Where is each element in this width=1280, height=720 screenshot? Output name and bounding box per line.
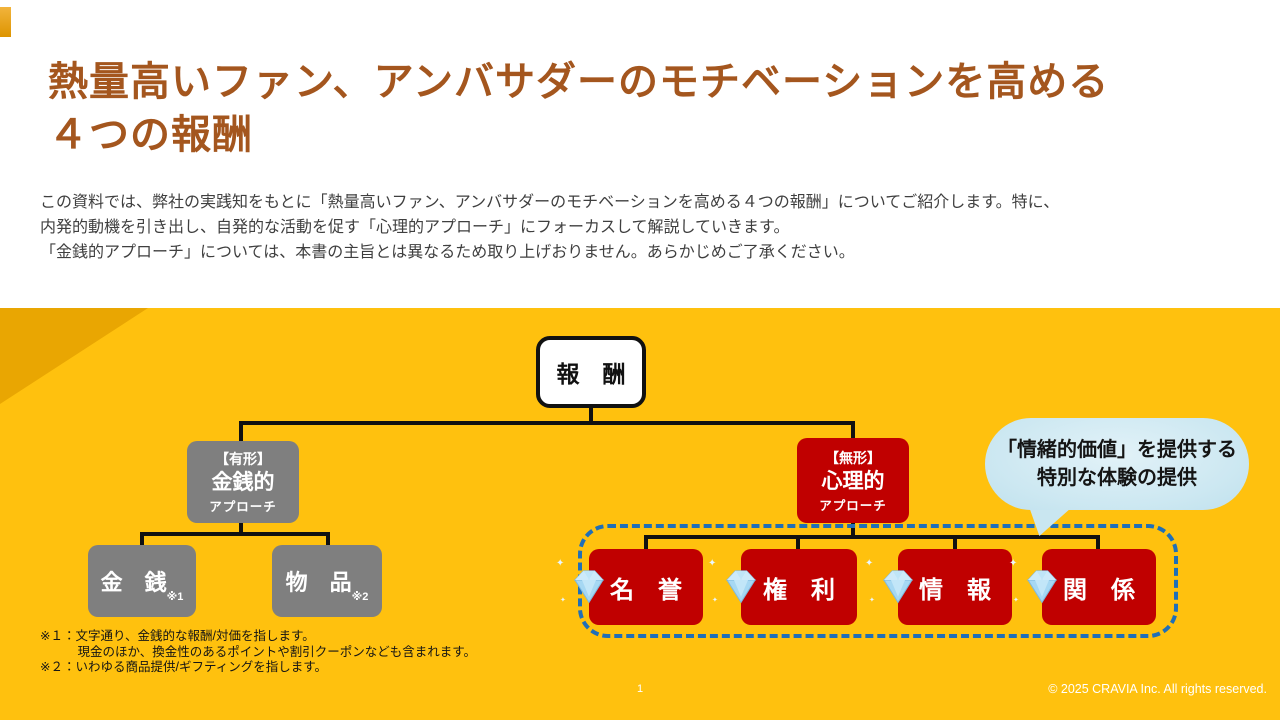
- footnotes: ※１：文字通り、金銭的な報酬/対価を指します。 現金のほか、換金性のあるポイント…: [40, 629, 477, 674]
- diamond-gem-icon: [725, 570, 757, 604]
- sparkle-icon: ✦: [556, 558, 565, 569]
- diamond-gem-icon: [1026, 570, 1058, 604]
- connector-gray-down: [239, 523, 243, 536]
- reward-diagram-section: 報 酬 【有形】 金銭的 アプローチ 【無形】 心理的 アプローチ 金 銭 ※1…: [0, 308, 1280, 720]
- node-money-footnote-ref: ※1: [166, 591, 184, 603]
- sparkle-icon: ✦: [712, 597, 718, 604]
- node-relationship-label: 関 係: [1063, 576, 1135, 604]
- page-number: 1: [636, 683, 644, 695]
- node-goods: 物 品 ※2: [272, 545, 382, 617]
- connector-red-drop-4: [1096, 535, 1100, 550]
- node-honor-label: 名 誉: [610, 576, 682, 604]
- slide-title: 熱量高いファン、アンバサダーのモチベーションを高める ４つの報酬: [48, 60, 1110, 157]
- node-information: 情 報: [898, 549, 1012, 625]
- node-goods-footnote-ref: ※2: [351, 591, 369, 603]
- node-psychological-tag: 【無形】: [825, 449, 881, 466]
- node-relationship: 関 係: [1042, 549, 1156, 625]
- sparkle-icon: ✦: [869, 597, 875, 604]
- connector-root-down: [589, 406, 593, 423]
- node-reward-root: 報 酬: [536, 336, 646, 408]
- connector-gray-drop-2: [326, 532, 330, 546]
- sparkle-icon: ✦: [865, 558, 874, 569]
- node-money: 金 銭 ※1: [88, 545, 196, 617]
- node-monetary-sub: アプローチ: [209, 500, 277, 514]
- node-rights: 権 利: [741, 549, 857, 625]
- corner-shade-triangle: [0, 308, 148, 404]
- emotional-value-speech-bubble: 「情緒的価値」を提供する 特別な体験の提供: [985, 418, 1249, 510]
- connector-right-drop: [851, 421, 855, 440]
- node-reward-label: 報 酬: [556, 361, 626, 387]
- connector-gray-drop-1: [140, 532, 144, 546]
- node-rights-label: 権 利: [763, 576, 835, 604]
- node-information-label: 情 報: [919, 576, 991, 604]
- connector-left-drop: [239, 421, 243, 443]
- diamond-gem-icon: [573, 570, 605, 604]
- node-monetary-tag: 【有形】: [215, 451, 271, 467]
- connector-red-drop-2: [796, 535, 800, 550]
- copyright-text: © 2025 CRAVIA Inc. All rights reserved.: [1048, 682, 1267, 696]
- connector-red-horizontal: [644, 535, 1100, 539]
- sparkle-icon: ✦: [560, 597, 566, 604]
- connector-red-drop-3: [953, 535, 957, 550]
- node-goods-label: 物 品: [285, 570, 352, 595]
- connector-red-down: [851, 523, 855, 537]
- connector-gray-horizontal: [140, 532, 330, 536]
- connector-red-drop-1: [644, 535, 648, 550]
- connector-main-horizontal: [239, 421, 855, 425]
- sparkle-icon: ✦: [1009, 558, 1018, 569]
- diamond-gem-icon: [882, 570, 914, 604]
- intro-paragraph: この資料では、弊社の実践知をもとに「熱量高いファン、アンバサダーのモチベーション…: [40, 194, 1060, 261]
- node-honor: 名 誉: [589, 549, 703, 625]
- node-monetary-label: 金銭的: [211, 471, 275, 494]
- node-monetary-approach: 【有形】 金銭的 アプローチ: [187, 441, 299, 523]
- node-psychological-approach: 【無形】 心理的 アプローチ: [797, 438, 909, 523]
- node-psychological-sub: アプローチ: [819, 498, 887, 513]
- node-psychological-label: 心理的: [821, 469, 885, 493]
- sparkle-icon: ✦: [1013, 597, 1019, 604]
- sparkle-icon: ✦: [708, 558, 717, 569]
- node-money-label: 金 銭: [100, 570, 167, 595]
- top-left-accent-bar: [0, 7, 11, 37]
